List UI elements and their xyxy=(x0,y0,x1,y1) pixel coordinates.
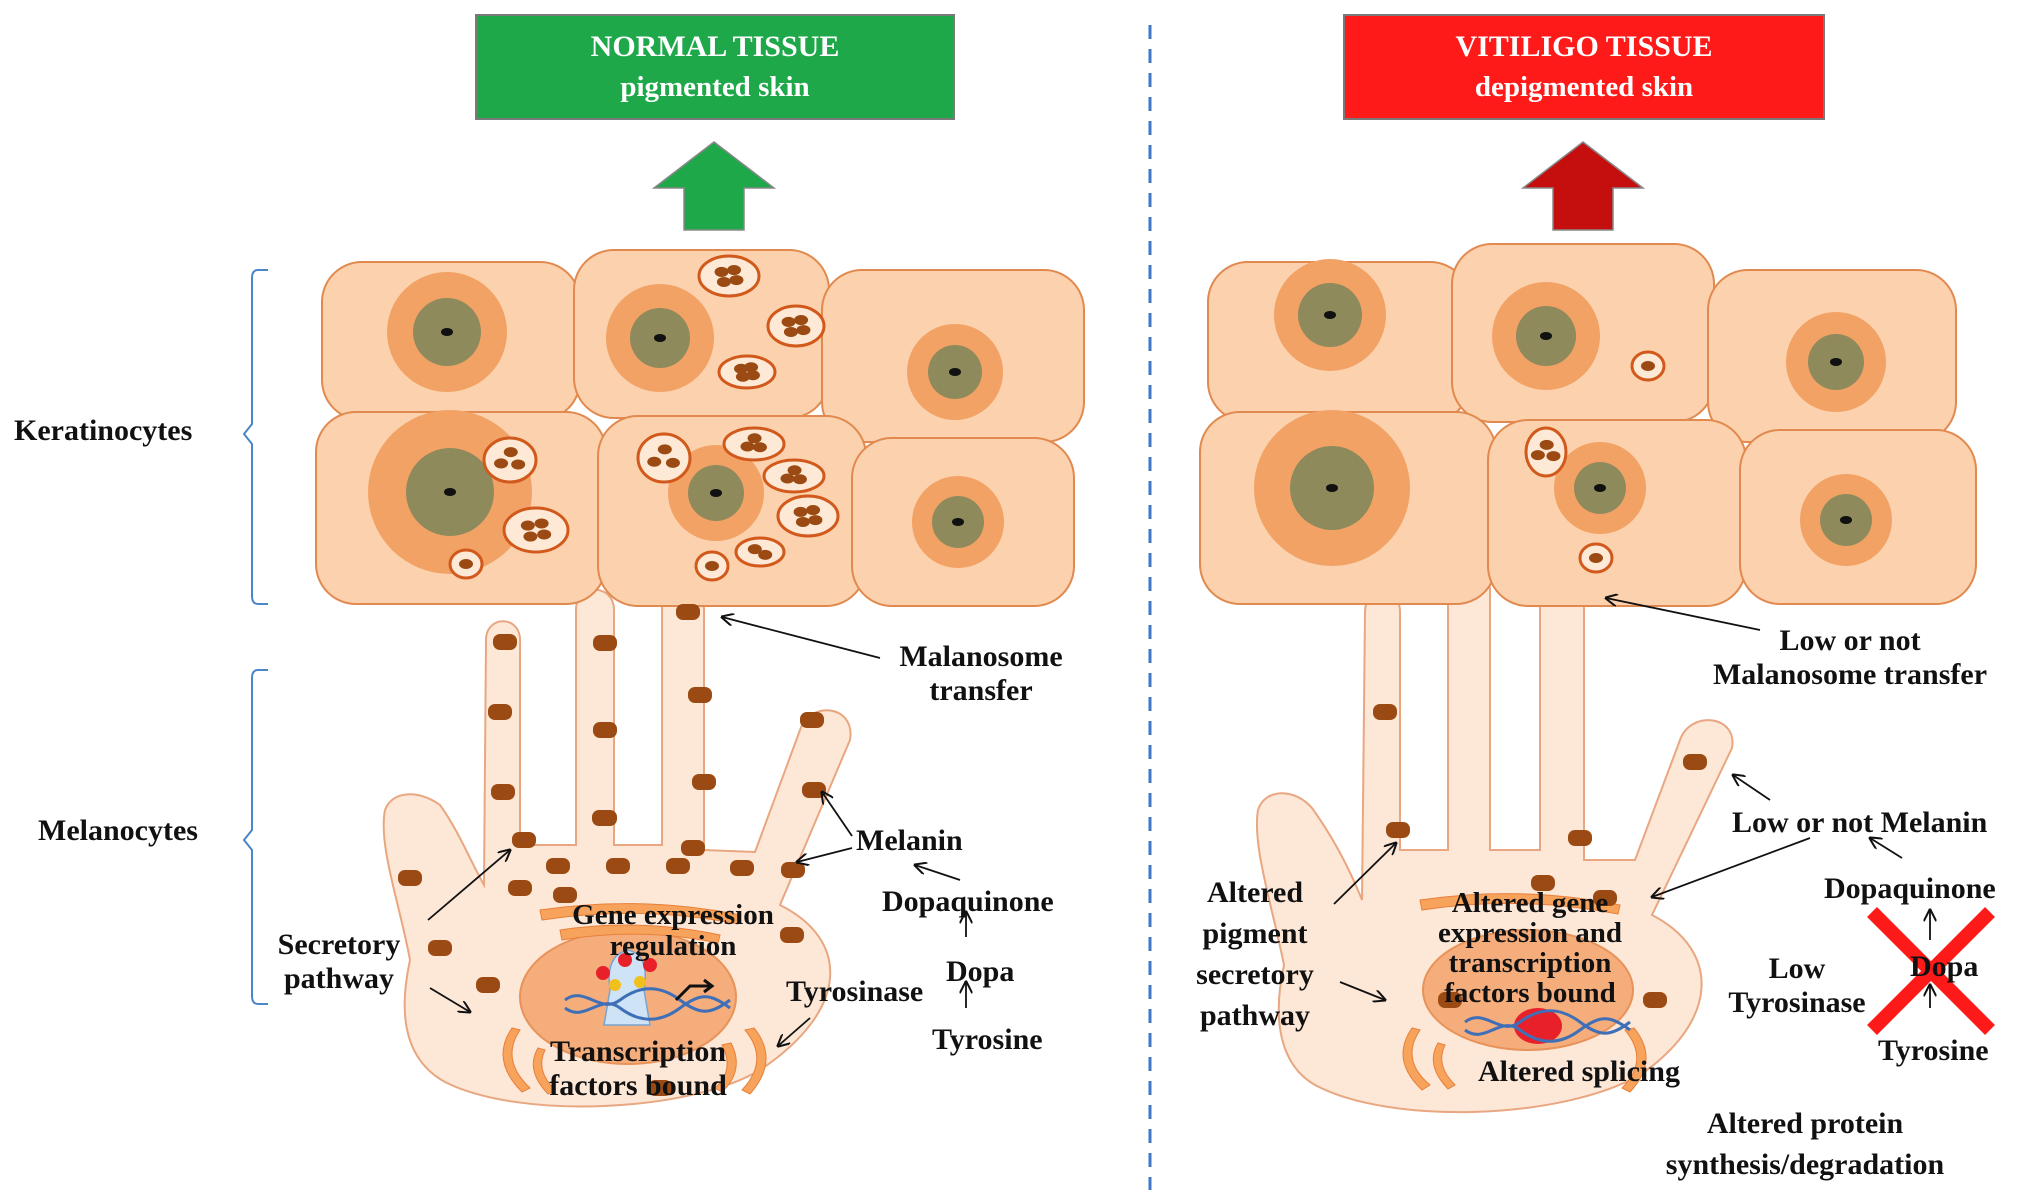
normal-tissue-subtitle: pigmented skin xyxy=(620,71,810,103)
normal-up-arrow xyxy=(651,141,777,231)
melanosome-package xyxy=(717,354,777,390)
melanosome xyxy=(730,860,754,876)
normal-dopa-label: Dopa xyxy=(946,955,1015,988)
vitiligo-tyrosinase-label: Low Tyrosinase xyxy=(1728,952,1866,1019)
melanosome xyxy=(1373,704,1397,720)
melanocytes-bracket xyxy=(242,669,268,1005)
melanosome xyxy=(512,832,536,848)
melanosome xyxy=(781,862,805,878)
vitiligo-protein-label: Altered protein synthesis/degradation xyxy=(1665,1107,1945,1181)
normal-secretory-label: Secretory pathway xyxy=(277,928,401,995)
vitiligo-tyrosine-label: Tyrosine xyxy=(1878,1034,1989,1067)
melanosome xyxy=(428,940,452,956)
melanocytes-label: Melanocytes xyxy=(38,814,198,847)
vitiligo-dopa-label: Dopa xyxy=(1910,950,1979,983)
melanosome xyxy=(553,887,577,903)
keratinocytes-bracket xyxy=(242,269,268,605)
vitiligo-up-arrow xyxy=(1520,141,1646,231)
vitiligo-gene-expression-label: Altered gene expression and transcriptio… xyxy=(1438,887,1622,1009)
melanosome xyxy=(1386,822,1410,838)
melanosome-package xyxy=(762,458,826,494)
normal-pathway-arrows xyxy=(427,617,966,1046)
normal-tissue-title: NORMAL TISSUE xyxy=(590,30,840,63)
melanosome xyxy=(398,870,422,886)
melanosome-package xyxy=(776,494,840,538)
melanosome xyxy=(606,858,630,874)
melanosome-package xyxy=(636,432,692,484)
vitiligo-tissue-banner: VITILIGO TISSUE depigmented skin xyxy=(1343,14,1825,120)
normal-transfer-label: Malanosome transfer xyxy=(899,640,1063,707)
melanosome xyxy=(681,840,705,856)
melanosome xyxy=(593,635,617,651)
vitiligo-melanin-label: Low or not Melanin xyxy=(1732,806,1988,839)
melanosome-package xyxy=(482,436,538,484)
melanosome xyxy=(1593,890,1617,906)
keratinocytes-label: Keratinocytes xyxy=(14,414,193,447)
vitiligo-pathway-arrows xyxy=(1333,598,1930,1008)
vitiligo-tissue-title: VITILIGO TISSUE xyxy=(1455,30,1713,63)
melanosome-package xyxy=(722,426,786,462)
melanosome xyxy=(692,774,716,790)
normal-tyrosinase-label: Tyrosinase xyxy=(786,975,924,1008)
melanosome xyxy=(592,810,616,826)
melanosome xyxy=(802,782,826,798)
melanosome xyxy=(1683,754,1707,770)
blocked-pathway-x-mark xyxy=(1867,907,1995,1035)
melanosome xyxy=(593,722,617,738)
normal-tyrosine-label: Tyrosine xyxy=(932,1023,1043,1056)
melanosome-package xyxy=(1524,426,1568,478)
melanosome xyxy=(1568,830,1592,846)
melanosome xyxy=(1643,992,1667,1008)
melanosome xyxy=(476,977,500,993)
normal-melanin-label: Melanin xyxy=(856,824,963,857)
melanosome xyxy=(780,927,804,943)
vitiligo-dopaquinone-label: Dopaquinone xyxy=(1824,872,1996,905)
melanosome xyxy=(491,784,515,800)
melanosome xyxy=(666,858,690,874)
melanosome xyxy=(648,1080,672,1096)
melanosome xyxy=(1438,992,1462,1008)
melanosome xyxy=(493,634,517,650)
normal-gene-expression-label: Gene expression regulation xyxy=(572,899,774,962)
melanosome xyxy=(688,687,712,703)
dna-strand-normal xyxy=(564,987,731,1013)
melanosome xyxy=(546,858,570,874)
vitiligo-melanocyte-nucleus xyxy=(1422,929,1634,1051)
melanosome-package xyxy=(502,506,570,554)
vitiligo-transfer-label: Low or not Malanosome transfer xyxy=(1712,624,1988,691)
vitiligo-splicing-label: Altered splicing xyxy=(1478,1055,1680,1088)
melanosome xyxy=(488,704,512,720)
dna-strand-vitiligo xyxy=(1464,1009,1631,1035)
melanosome-package xyxy=(697,254,761,298)
vitiligo-tissue-subtitle: depigmented skin xyxy=(1474,71,1694,103)
melanosome xyxy=(508,880,532,896)
melanosome xyxy=(1531,875,1555,891)
melanosome-package xyxy=(766,304,826,348)
melanosome xyxy=(800,712,824,728)
normal-dopaquinone-label: Dopaquinone xyxy=(882,885,1054,918)
melanosome xyxy=(676,604,700,620)
normal-transcription-factors-label: Transcription factors bound xyxy=(549,1035,727,1102)
normal-tissue-banner: NORMAL TISSUE pigmented skin xyxy=(475,14,955,120)
vitiligo-secretory-label: Altered pigment secretory pathway xyxy=(1196,876,1314,1032)
